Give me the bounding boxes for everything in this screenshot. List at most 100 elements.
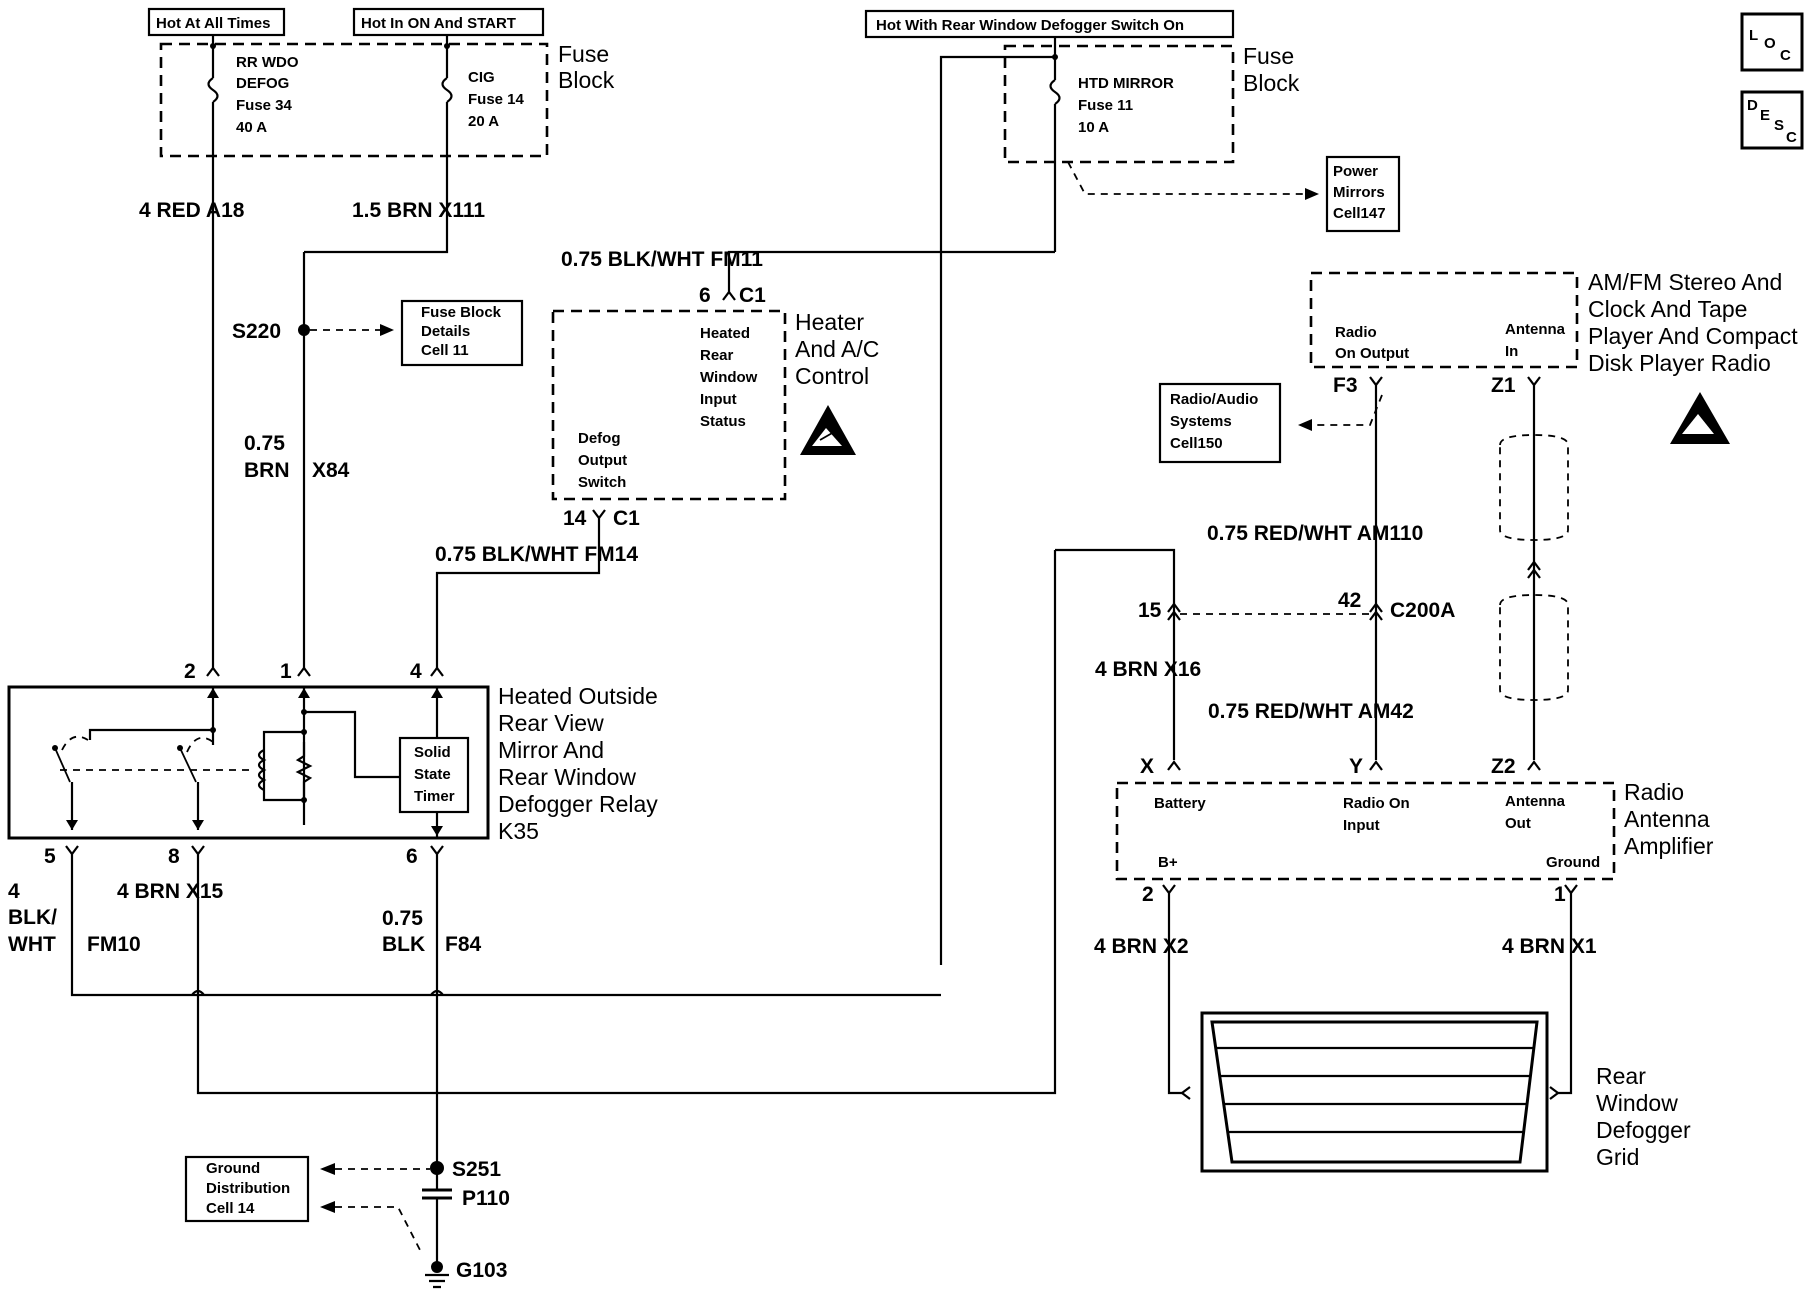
svg-text:Clock And Tape: Clock And Tape	[1588, 296, 1747, 322]
relay-switches	[52, 730, 250, 830]
svg-text:Hot In ON And START: Hot In ON And START	[361, 15, 516, 32]
svg-text:4: 4	[410, 660, 422, 683]
svg-text:DEFOG: DEFOG	[236, 75, 289, 92]
svg-text:C: C	[1780, 47, 1791, 64]
wire-label-fm10-color2: WHT	[8, 933, 56, 956]
svg-text:Rear View: Rear View	[498, 710, 604, 736]
svg-text:O: O	[1764, 35, 1776, 52]
svg-text:Timer: Timer	[414, 788, 455, 805]
svg-text:Player And Compact: Player And Compact	[1588, 323, 1798, 349]
wire-label-f84-circuit: F84	[445, 933, 482, 956]
wire-label-x111: 1.5 BRN X111	[352, 199, 485, 222]
hvac-connector-c1-bottom: C1	[613, 507, 640, 530]
esd-warning-icon-radio	[1670, 392, 1730, 444]
svg-text:Status: Status	[700, 413, 746, 430]
svg-text:Hot With Rear Window Defogger: Hot With Rear Window Defogger Switch On	[876, 17, 1184, 34]
fuse-block-left: Fuse Block	[159, 41, 615, 158]
svg-text:40 A: 40 A	[236, 119, 267, 136]
relay-pin-5: 5	[44, 845, 941, 997]
rear-window-defogger-grid: Rear Window Defogger Grid	[1200, 1011, 1691, 1173]
ref-ground-distribution[interactable]: Ground Distribution Cell 14	[184, 1155, 310, 1223]
svg-text:Switch: Switch	[578, 474, 626, 491]
svg-text:S: S	[1774, 117, 1784, 134]
wire-label-x16: 4 BRN X16	[1095, 658, 1201, 681]
wire-label-fm10-color1: BLK/	[8, 906, 57, 929]
svg-text:Output: Output	[578, 452, 627, 469]
svg-text:Radio: Radio	[1335, 324, 1377, 341]
hvac-connector-c1-top: C1	[739, 284, 766, 307]
wire-label-x15: 4 BRN X15	[117, 880, 224, 903]
wire-label-fm10-circuit: FM10	[87, 933, 141, 956]
desc-icon[interactable]: D E S C	[1740, 90, 1804, 150]
svg-text:RR WDO: RR WDO	[236, 54, 299, 71]
header-hot-with-defog: Hot With Rear Window Defogger Switch On	[864, 9, 1235, 39]
header-hot-in-on-start: Hot In ON And START	[352, 7, 545, 37]
amp-pin-2: 2	[1142, 883, 1154, 906]
fuse-11: HTD MIRROR Fuse 11 10 A	[939, 37, 1174, 965]
svg-text:15: 15	[1138, 599, 1162, 622]
svg-text:Defogger Relay: Defogger Relay	[498, 791, 658, 817]
svg-text:Distribution: Distribution	[206, 1180, 290, 1197]
svg-text:L: L	[1749, 27, 1758, 44]
svg-text:Fuse: Fuse	[558, 41, 609, 67]
svg-text:Battery: Battery	[1154, 795, 1206, 812]
wire-label-f84-color: BLK	[382, 933, 425, 956]
svg-text:AM/FM Stereo And: AM/FM Stereo And	[1588, 269, 1782, 295]
svg-text:6: 6	[406, 845, 418, 868]
svg-text:20 A: 20 A	[468, 113, 499, 130]
wire-label-f84-size: 0.75	[382, 907, 423, 930]
svg-text:Cell 14: Cell 14	[206, 1200, 255, 1217]
svg-text:K35: K35	[498, 818, 539, 844]
svg-text:In: In	[1505, 343, 1518, 360]
svg-text:Cell150: Cell150	[1170, 435, 1223, 452]
svg-text:Radio On: Radio On	[1343, 795, 1410, 812]
svg-text:2: 2	[184, 660, 196, 683]
wire-label-a18: 4 RED A18	[139, 199, 245, 222]
svg-text:E: E	[1760, 107, 1770, 124]
fuse-block-right: Fuse Block	[1003, 43, 1300, 164]
svg-text:G103: G103	[456, 1259, 507, 1282]
relay-k35: Heated Outside Rear View Mirror And Rear…	[7, 683, 658, 844]
svg-text:Antenna: Antenna	[1624, 806, 1710, 832]
solid-state-timer: Solid State Timer	[398, 736, 470, 838]
radio-pin-z1: Z1	[1491, 374, 1516, 397]
relay-pin-6: 6	[406, 845, 444, 1168]
splice-s220: S220	[232, 252, 394, 668]
hvac-pin-6: 6	[699, 284, 711, 307]
wire-label-x84-size: 0.75	[244, 432, 285, 455]
svg-text:Fuse 14: Fuse 14	[468, 91, 525, 108]
svg-text:Cell147: Cell147	[1333, 205, 1386, 222]
ref-radio-audio[interactable]: Radio/Audio Systems Cell150	[1158, 382, 1282, 464]
svg-text:Rear: Rear	[1596, 1063, 1646, 1089]
svg-text:Block: Block	[558, 67, 615, 93]
svg-text:Mirror And: Mirror And	[498, 737, 604, 763]
svg-text:Grid: Grid	[1596, 1144, 1639, 1170]
relay-pin-4: 4	[410, 660, 444, 742]
ref-fuse-block-details[interactable]: Fuse Block Details Cell 11	[400, 299, 524, 367]
svg-text:C200A: C200A	[1390, 599, 1455, 622]
svg-text:Fuse Block: Fuse Block	[421, 304, 502, 321]
radio-pin-f3: F3	[1333, 374, 1358, 397]
connector-p110: P110	[422, 1168, 510, 1265]
svg-text:Radio: Radio	[1624, 779, 1684, 805]
relay-coil-resistor	[257, 709, 400, 803]
wire-label-fm10-size: 4	[8, 880, 20, 903]
wire-label-am42: 0.75 RED/WHT AM42	[1208, 700, 1414, 723]
svg-text:Fuse 34: Fuse 34	[236, 97, 293, 114]
svg-text:HTD MIRROR: HTD MIRROR	[1078, 75, 1174, 92]
relay-pin-8: 8	[168, 550, 1057, 1095]
svg-text:Systems: Systems	[1170, 413, 1232, 430]
svg-text:Heater: Heater	[795, 309, 864, 335]
header-hot-at-all-times: Hot At All Times	[147, 7, 286, 37]
wire-label-x84-color: BRN	[244, 459, 290, 482]
amp-pin-y: Y	[1349, 755, 1363, 778]
svg-text:Solid: Solid	[414, 744, 451, 761]
wire-label-x1: 4 BRN X1	[1502, 935, 1597, 958]
loc-icon[interactable]: L O C	[1740, 12, 1804, 72]
ground-g103: G103	[425, 1259, 507, 1289]
svg-text:Rear Window: Rear Window	[498, 764, 636, 790]
svg-text:Heated Outside: Heated Outside	[498, 683, 658, 709]
hvac-pin-14: 14	[563, 507, 587, 530]
ref-power-mirrors[interactable]: Power Mirrors Cell147	[1325, 155, 1401, 233]
relay-pin-2: 2	[88, 330, 220, 740]
